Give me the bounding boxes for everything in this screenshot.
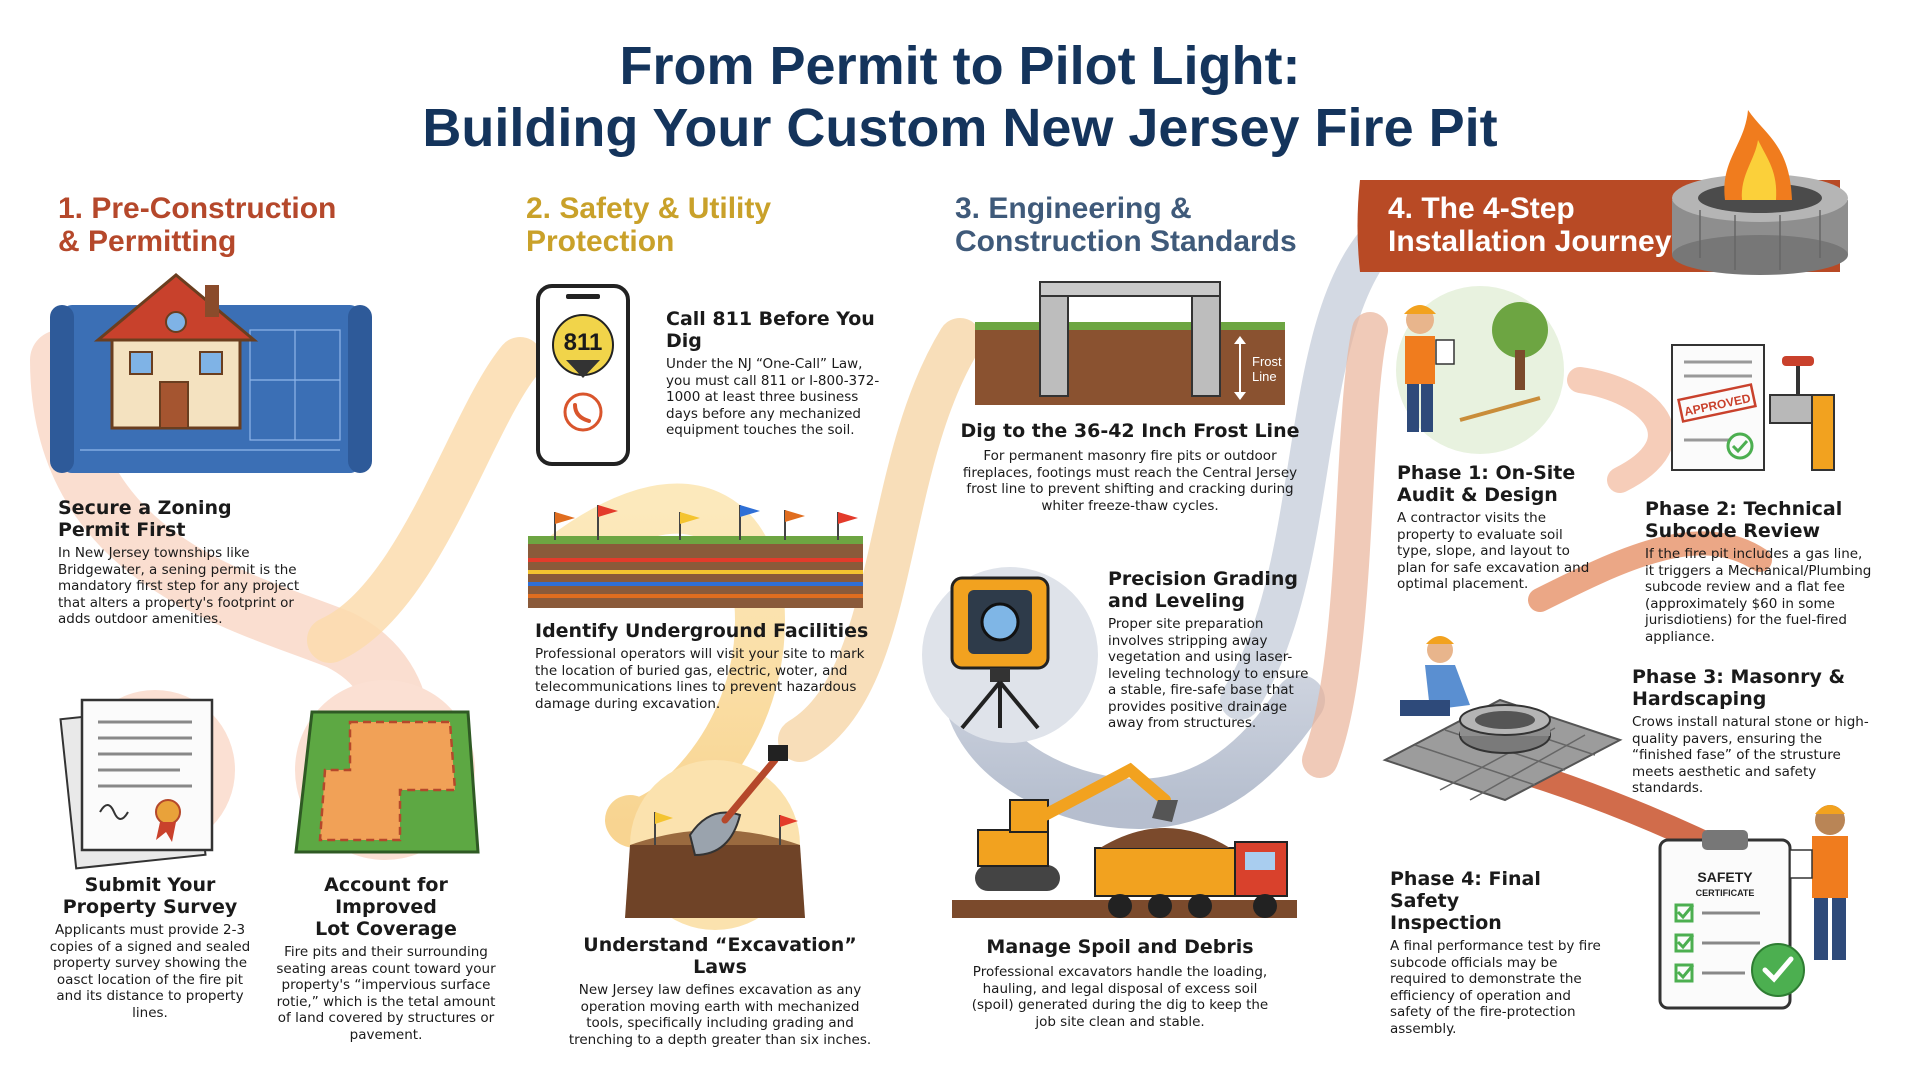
phase-3-title-line1: Phase 3: Masonry & (1632, 666, 1846, 688)
zoning-permit-title-line2: Permit First (58, 519, 186, 541)
phase-1-title: Phase 1: On-Site Audit & Design (1397, 462, 1597, 506)
phase-4-text: A final performance test by fire subcode… (1390, 938, 1601, 1037)
fire-pit-icon (1672, 110, 1848, 275)
phase-2-block: Phase 2: Technical Subcode Review If the… (1645, 498, 1873, 645)
section-2-heading-line1: 2. Safety & Utility (526, 192, 772, 225)
phone-811-icon (536, 284, 630, 466)
frost-line-title: Dig to the 36-42 Inch Frost Line (960, 420, 1300, 442)
phase-1-text: A contractor visits the property to eval… (1397, 510, 1590, 592)
property-survey-title-line1: Submit Your (84, 874, 216, 896)
excavation-laws-block: Understand “Excavation” Laws New Jersey … (560, 934, 880, 1048)
phase-3-block: Phase 3: Masonry & Hardscaping Crows ins… (1632, 666, 1876, 797)
blueprint-house-icon (50, 273, 372, 473)
frost-line-text: For permanent masonry fire pits or outdo… (962, 448, 1298, 514)
precision-grading-text: Proper site preparation involves strippi… (1108, 616, 1309, 731)
excavation-laws-text: New Jersey law defines excavation as any… (568, 982, 872, 1048)
excavation-laws-title: Understand “Excavation” Laws (583, 934, 857, 978)
phase-1-block: Phase 1: On-Site Audit & Design A contra… (1397, 462, 1597, 593)
lot-coverage-title-line1: Account for Improved (324, 874, 448, 918)
page-subtitle: Building Your Custom New Jersey Fire Pit (422, 98, 1498, 158)
call-811-text: Under the NJ “One-Call” Law, you must ca… (666, 356, 880, 438)
certificate-subtitle: CERTIFICATE (1696, 888, 1755, 898)
phase-2-title-line2: Subcode Review (1645, 520, 1821, 542)
phase-2-title: Phase 2: Technical Subcode Review (1645, 498, 1873, 542)
spoil-debris-block: Manage Spoil and Debris Professional exc… (960, 936, 1280, 1030)
precision-grading-title-line1: Precision Grading (1108, 568, 1298, 590)
property-survey-title-line2: Property Survey (62, 896, 238, 918)
zoning-permit-text: In New Jersey townships like Bridgewater… (58, 545, 300, 627)
section-3-heading-line2: Construction Standards (955, 225, 1297, 258)
section-1-heading-line1: 1. Pre-Construction (58, 192, 337, 225)
section-2-heading: 2. Safety & Utility Protection (526, 192, 771, 258)
approved-document-gas-valve-icon (1671, 344, 1835, 471)
spoil-debris-text: Professional excavators handle the loadi… (971, 964, 1269, 1030)
property-survey-documents-icon (59, 690, 235, 870)
section-3-heading: 3. Engineering & Construction Standards (955, 192, 1297, 258)
lot-coverage-title-line2: Lot Coverage (315, 918, 457, 940)
phase-2-title-line1: Phase 2: Technical (1645, 498, 1843, 520)
property-survey-block: Submit Your Property Survey Applicants m… (44, 874, 256, 1021)
lot-coverage-block: Account for Improved Lot Coverage Fire p… (270, 874, 502, 1043)
frost-line-footing-icon (975, 281, 1285, 405)
phase-4-title-line2: Inspection (1390, 912, 1502, 934)
section-3-heading-line1: 3. Engineering & (955, 192, 1192, 225)
spoil-debris-title: Manage Spoil and Debris (986, 936, 1254, 958)
section-4-heading-line2: Installation Journey (1388, 225, 1672, 258)
section-1-heading: 1. Pre-Construction & Permitting (58, 192, 336, 258)
safety-certificate-icon (1658, 805, 1848, 1010)
phase-1-title-line1: Phase 1: On-Site (1397, 462, 1576, 484)
phase-4-block: Phase 4: Final Safety Inspection A final… (1390, 868, 1602, 1037)
identify-facilities-title: Identify Underground Facilities (535, 620, 869, 642)
zoning-permit-block: Secure a Zoning Permit First In New Jers… (58, 497, 328, 628)
phase-4-title: Phase 4: Final Safety Inspection (1390, 868, 1602, 934)
precision-grading-title: Precision Grading and Leveling (1108, 568, 1320, 612)
certificate-title: SAFETY (1697, 869, 1753, 885)
contractor-audit-icon (1396, 286, 1564, 454)
frost-line-label: Frost (1252, 354, 1282, 369)
call-811-block: Call 811 Before You Dig Under the NJ “On… (666, 308, 891, 439)
phone-811-label: 811 (564, 329, 603, 356)
precision-grading-block: Precision Grading and Leveling Proper si… (1108, 568, 1320, 732)
phase-3-text: Crows install natural stone or high-qual… (1632, 714, 1869, 796)
identify-facilities-text: Professional operators will visit your s… (535, 646, 865, 712)
shovel-excavation-icon (625, 745, 805, 930)
lot-coverage-title: Account for Improved Lot Coverage (270, 874, 502, 940)
property-survey-title: Submit Your Property Survey (44, 874, 256, 918)
section-4-heading: 4. The 4-Step Installation Journey (1388, 192, 1671, 258)
phase-1-title-line2: Audit & Design (1397, 484, 1558, 506)
laser-level-icon (922, 567, 1098, 743)
underground-utilities-icon (528, 505, 863, 608)
masonry-hardscaping-icon (1382, 636, 1623, 802)
phase-3-title-line2: Hardscaping (1632, 688, 1767, 710)
phase-3-title: Phase 3: Masonry & Hardscaping (1632, 666, 1876, 710)
section-2-heading-line2: Protection (526, 225, 675, 258)
section-4-heading-line1: 4. The 4-Step (1388, 192, 1575, 225)
precision-grading-title-line2: and Leveling (1108, 590, 1245, 612)
page-title: From Permit to Pilot Light: (619, 36, 1301, 96)
zoning-permit-title-line1: Secure a Zoning (58, 497, 232, 519)
lot-coverage-text: Fire pits and their surrounding seating … (276, 944, 496, 1043)
call-811-title: Call 811 Before You Dig (666, 308, 875, 352)
phase-2-text: If the fire pit includes a gas line, it … (1645, 546, 1872, 645)
property-survey-text: Applicants must provide 2-3 copies of a … (49, 922, 251, 1021)
excavator-truck-icon (952, 762, 1297, 918)
lot-coverage-map-icon (294, 680, 480, 860)
identify-facilities-block: Identify Underground Facilities Professi… (535, 620, 875, 712)
phase-4-title-line1: Phase 4: Final Safety (1390, 868, 1541, 912)
zoning-permit-title: Secure a Zoning Permit First (58, 497, 328, 541)
frost-line-label-2: Line (1252, 369, 1277, 384)
frost-line-block: Dig to the 36-42 Inch Frost Line For per… (960, 420, 1300, 514)
section-1-heading-line2: & Permitting (58, 225, 237, 258)
